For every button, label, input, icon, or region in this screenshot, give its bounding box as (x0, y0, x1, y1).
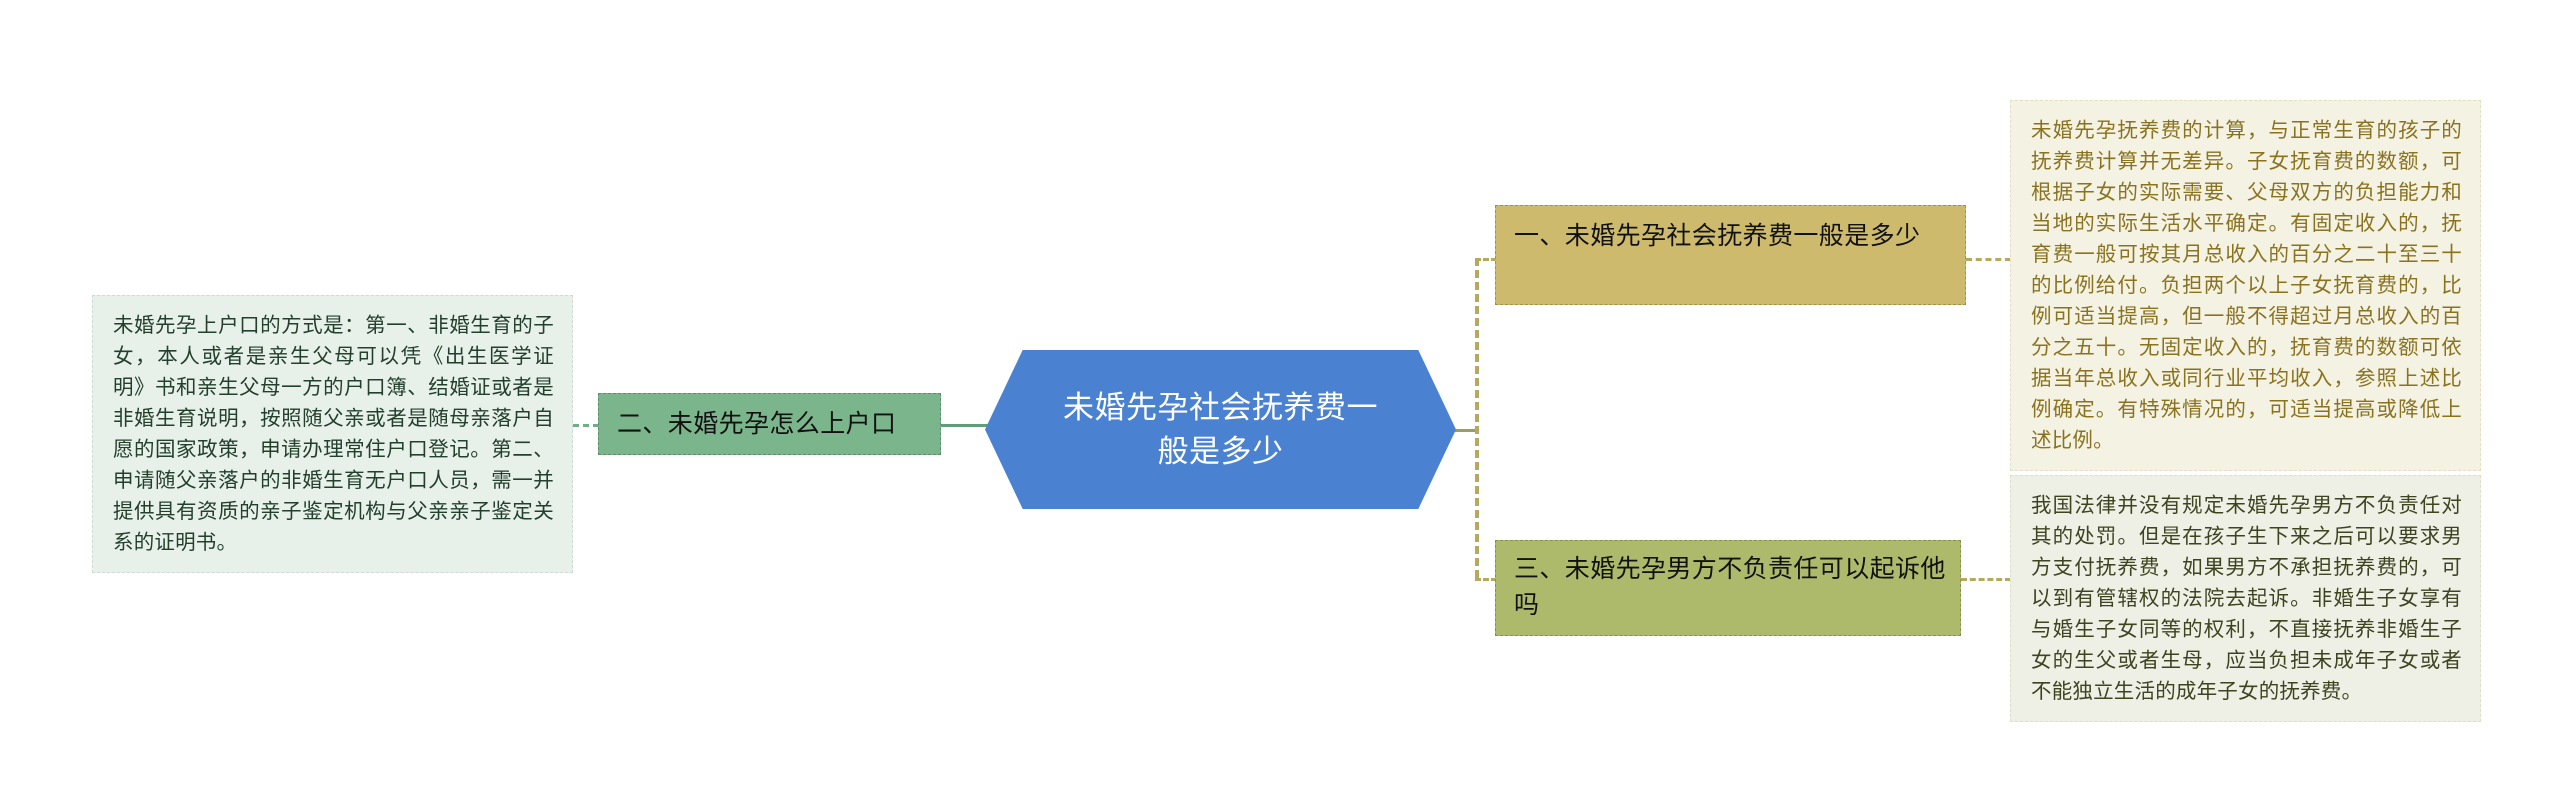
root-node[interactable]: 未婚先孕社会抚养费一般是多少 (985, 350, 1456, 509)
branch-node-one[interactable]: 一、未婚先孕社会抚养费一般是多少 (1495, 205, 1966, 305)
connector-branch-one-to-leaf (1966, 258, 2011, 261)
connector-trunk-to-branch-one (1475, 258, 1497, 261)
branch-node-one-label: 一、未婚先孕社会抚养费一般是多少 (1514, 222, 1921, 250)
connector-leaf-left-to-branch-two (573, 424, 599, 427)
connector-root-to-right-trunk (1449, 429, 1479, 432)
branch-node-two[interactable]: 二、未婚先孕怎么上户口 (598, 393, 941, 455)
branch-node-two-label: 二、未婚先孕怎么上户口 (617, 410, 897, 438)
leaf-text-branch-two: 未婚先孕上户口的方式是：第一、非婚生育的子女，本人或者是亲生父母可以凭《出生医学… (92, 295, 573, 573)
root-node-label: 未婚先孕社会抚养费一般是多少 (1063, 389, 1378, 469)
leaf-text-branch-one: 未婚先孕抚养费的计算，与正常生育的孩子的抚养费计算并无差异。子女抚育费的数额，可… (2010, 100, 2481, 471)
branch-node-three[interactable]: 三、未婚先孕男方不负责任可以起诉他吗 (1495, 540, 1961, 636)
connector-trunk-to-branch-three (1475, 578, 1497, 581)
leaf-text-branch-three: 我国法律并没有规定未婚先孕男方不负责任对其的处罚。但是在孩子生下来之后可以要求男… (2010, 475, 2481, 722)
connector-branch-three-to-leaf (1961, 578, 2011, 581)
connector-right-vertical-trunk (1475, 258, 1479, 578)
root-node-hexagon-shape (985, 350, 1456, 509)
connector-branch-two-to-root (941, 424, 989, 427)
branch-node-three-label: 三、未婚先孕男方不负责任可以起诉他吗 (1514, 555, 1946, 619)
